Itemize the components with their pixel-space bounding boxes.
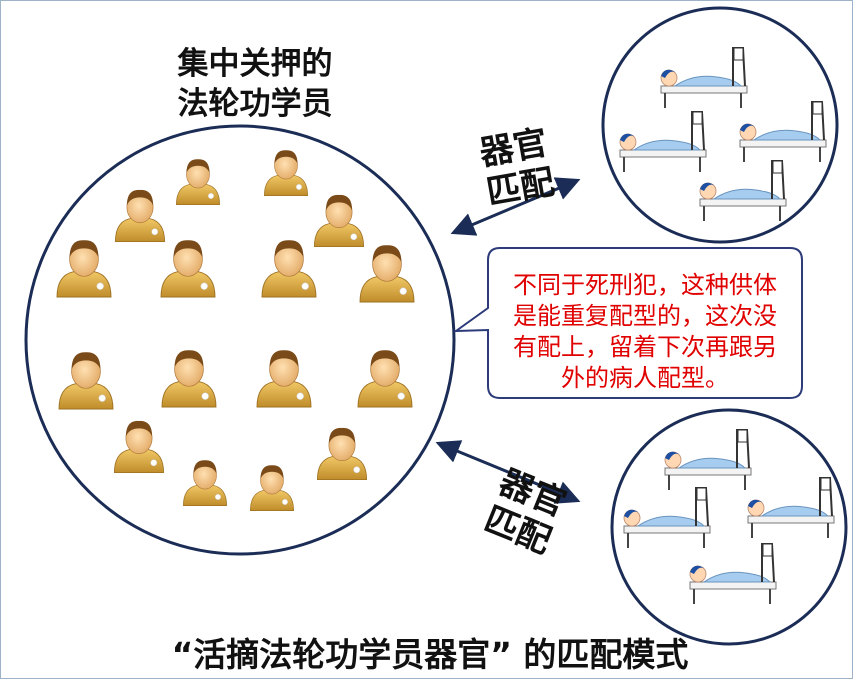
- callout-line3: 有配上，留着下次再跟另: [513, 333, 777, 361]
- matching-arrow-top: [450, 177, 581, 236]
- callout-line4: 外的病人配型。: [561, 364, 729, 392]
- callout-line1: 不同于死刑犯，这种供体: [513, 271, 777, 299]
- diagram-caption: “活摘法轮功学员器官” 的匹配模式: [171, 635, 689, 674]
- detainee-circle: [24, 124, 456, 556]
- detainees-title: 集中关押的 法轮功学员: [150, 44, 360, 124]
- callout-line2: 是能重复配型的，这次没: [513, 302, 777, 330]
- matching-arrow-bottom: [435, 440, 581, 504]
- callout-text: 不同于死刑犯，这种供体 是能重复配型的，这次没 有配上，留着下次再跟另 外的病人…: [496, 270, 794, 394]
- callout-bubble: [452, 247, 803, 399]
- arrow-label-top: 器官 匹配: [466, 121, 569, 215]
- detainees-title-line1: 集中关押的: [177, 46, 333, 82]
- patient-circle-top: [601, 6, 839, 244]
- detainees-title-line2: 法轮功学员: [177, 86, 333, 122]
